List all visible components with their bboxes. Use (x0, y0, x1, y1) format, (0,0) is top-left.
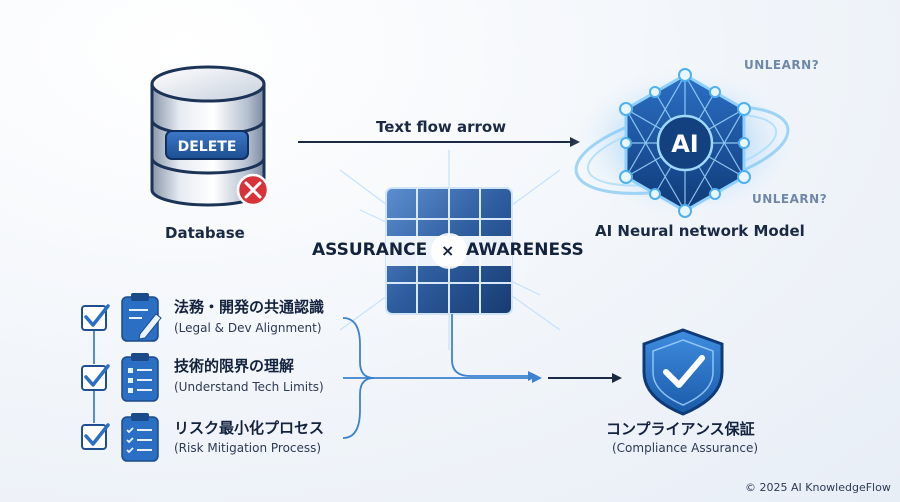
checklist-connectors (93, 314, 538, 439)
compliance-subtitle: (Compliance Assurance) (612, 441, 759, 455)
text-flow-arrow-label: Text flow arrow (376, 118, 507, 136)
clipboard-check-icon (121, 413, 159, 462)
assurance-awareness-grid-icon (339, 150, 561, 350)
unlearn-label-bottom: UNLEARN? (752, 192, 828, 206)
checkbox-icon (81, 304, 110, 331)
database-icon: DELETE (150, 65, 266, 207)
checklist-item-subtitle: (Risk Mitigation Process) (174, 441, 322, 455)
unlearn-label-top: UNLEARN? (744, 58, 820, 72)
compliance-title: コンプライアンス保証 (606, 420, 755, 438)
error-x-icon (236, 173, 270, 207)
checkbox-icon (81, 364, 110, 391)
clipboard-list-icon (121, 353, 159, 402)
copyright-text: © 2025 AI KnowledgeFlow (745, 481, 891, 494)
ai-neural-network-icon: AI (565, 63, 805, 223)
checklist-item-title: 法務・開発の共通認識 (174, 298, 325, 316)
times-symbol: × (441, 241, 455, 260)
shield-check-icon (642, 328, 724, 416)
checklist-item-title: 技術的限界の理解 (174, 357, 295, 375)
checklist-item-subtitle: (Understand Tech Limits) (174, 380, 324, 394)
ai-model-label: AI Neural network Model (595, 222, 805, 240)
checkbox-icon (81, 423, 110, 450)
delete-button-label: DELETE (178, 139, 237, 155)
checklist-item-subtitle: (Legal & Dev Alignment) (174, 321, 322, 335)
ai-core-label: AI (671, 130, 699, 158)
awareness-label: AWARENESS (466, 240, 584, 260)
assurance-label: ASSURANCE (312, 240, 428, 260)
clipboard-edit-icon (121, 293, 162, 342)
delete-button (165, 130, 249, 160)
checklist-item-title: リスク最小化プロセス (174, 419, 325, 437)
database-label: Database (165, 224, 245, 242)
